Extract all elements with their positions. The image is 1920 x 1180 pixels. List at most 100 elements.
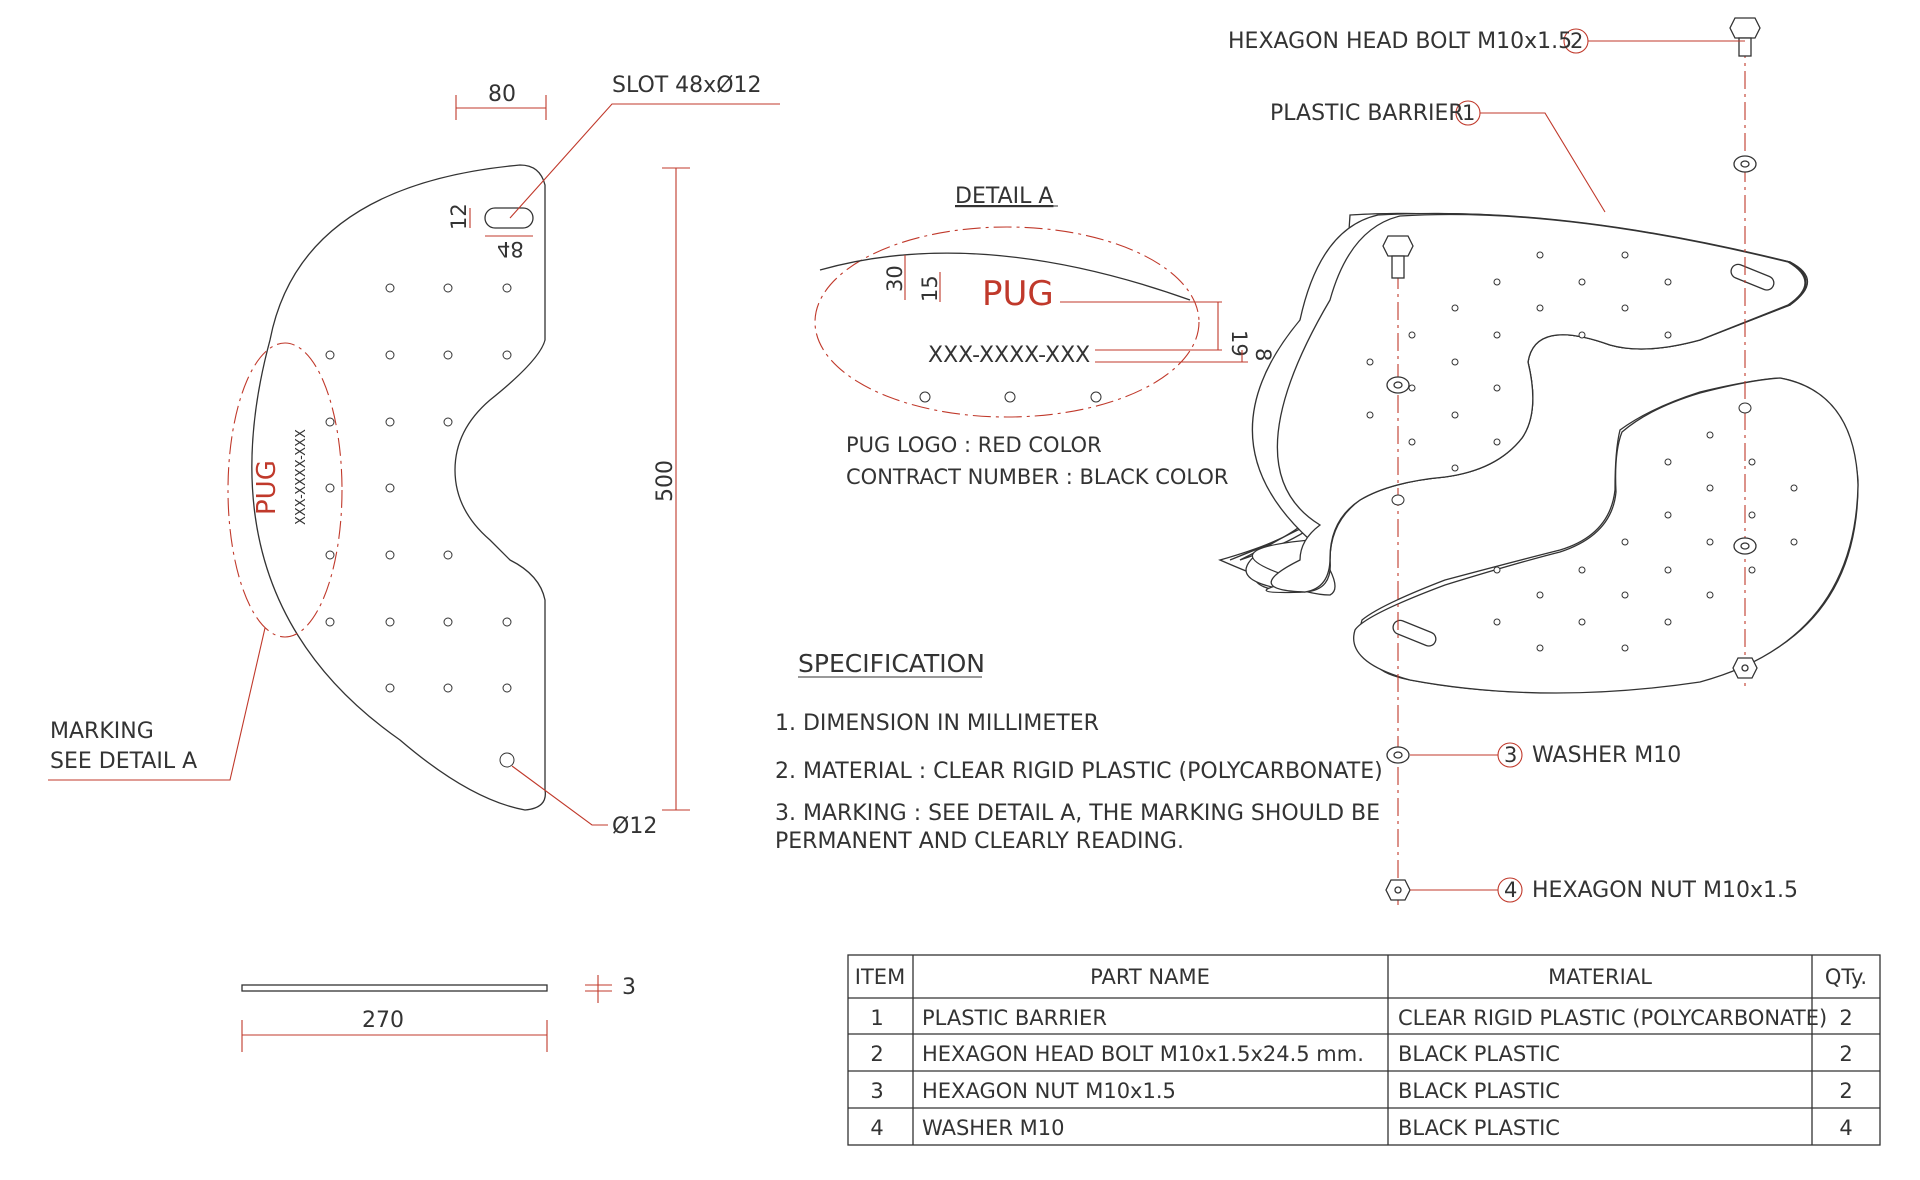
iso-slot	[1392, 619, 1437, 647]
hole-large	[499, 752, 515, 768]
callout-1-text: PLASTIC BARRIER	[1270, 101, 1464, 126]
hole	[385, 350, 395, 360]
hole	[443, 550, 453, 560]
table-row: 4 WASHER M10 BLACK PLASTIC 4	[870, 1116, 1852, 1140]
callout-1-number: 1	[1462, 101, 1475, 125]
detail-edge	[819, 252, 1191, 301]
callout-2-number: 2	[1570, 29, 1583, 53]
marking-logo: PUG	[252, 460, 282, 515]
dim-slot12-label: 12	[447, 203, 471, 230]
table-row: 3 HEXAGON NUT M10x1.5 BLACK PLASTIC 2	[870, 1079, 1852, 1103]
callout-4-number: 4	[1504, 878, 1517, 902]
row-part: PLASTIC BARRIER	[922, 1006, 1107, 1030]
row-item: 4	[870, 1116, 883, 1140]
detail-title: DETAIL A	[955, 184, 1053, 209]
row-item: 2	[870, 1042, 883, 1066]
plate-upper-main	[1270, 213, 1806, 593]
bolt-icon	[1382, 235, 1414, 279]
row-material: BLACK PLASTIC	[1398, 1116, 1560, 1140]
hole	[325, 483, 335, 493]
hole-dia-label: Ø12	[612, 814, 657, 839]
hole	[325, 550, 335, 560]
row-qty: 4	[1839, 1116, 1852, 1140]
callout-3-text: WASHER M10	[1532, 743, 1681, 768]
iso-holes	[1366, 251, 1798, 652]
hole	[385, 283, 395, 293]
washer-icon	[1733, 537, 1757, 555]
hole	[385, 617, 395, 627]
plate-lower	[1353, 377, 1859, 694]
marking-contract: XXX-XXXX-XXX	[294, 429, 309, 525]
callout-4-circle	[1497, 877, 1523, 903]
hole	[502, 617, 512, 627]
detail-a: DETAIL A PUG XXX-XXXX-XXX 30 15 19 8 PUG…	[814, 184, 1275, 489]
iso-slot	[1730, 263, 1775, 291]
hole	[443, 283, 453, 293]
hole	[385, 417, 395, 427]
bom-header-item: ITEM	[855, 965, 905, 989]
hole-grid	[325, 283, 515, 768]
detail-contract: XXX-XXXX-XXX	[928, 343, 1090, 368]
hole	[325, 417, 335, 427]
dim-slot48-label: 48	[497, 237, 524, 261]
specification: SPECIFICATION 1. DIMENSION IN MILLIMETER…	[775, 649, 1383, 854]
see-detail-label: SEE DETAIL A	[50, 749, 197, 774]
washer-icon	[1386, 746, 1410, 764]
dim-30-label: 30	[883, 265, 907, 292]
row-part: HEXAGON HEAD BOLT M10x1.5x24.5 mm.	[922, 1042, 1364, 1066]
callout-3-circle	[1497, 742, 1523, 768]
marking-ellipse	[227, 342, 343, 638]
hole	[385, 483, 395, 493]
hole	[502, 683, 512, 693]
detail-ellipse	[814, 226, 1200, 418]
row-item: 3	[870, 1079, 883, 1103]
dim-19-label: 19	[1227, 330, 1251, 357]
detail-logo-note: PUG LOGO : RED COLOR	[846, 433, 1102, 457]
hole	[443, 350, 453, 360]
nut-icon	[1385, 879, 1411, 901]
detail-hole	[1090, 391, 1102, 403]
washer-icon	[1386, 376, 1410, 394]
hole	[385, 550, 395, 560]
callout-2-circle	[1563, 28, 1589, 54]
dim-15-label: 15	[918, 275, 942, 302]
detail-logo: PUG	[982, 274, 1054, 314]
plate-outline	[251, 164, 546, 811]
bom-table: ITEM PART NAME MATERIAL QTy. 1 PLASTIC B…	[847, 954, 1881, 1146]
row-material: BLACK PLASTIC	[1398, 1079, 1560, 1103]
side-plate	[241, 984, 548, 992]
slot-leader	[509, 103, 780, 219]
callout-3-number: 3	[1504, 743, 1517, 767]
spec-line-1: 1. DIMENSION IN MILLIMETER	[775, 711, 1099, 736]
spec-line-2: 2. MATERIAL : CLEAR RIGID PLASTIC (POLYC…	[775, 759, 1383, 784]
marking-label: MARKING	[50, 719, 154, 744]
dim-270-label: 270	[362, 1008, 404, 1033]
bolt-icon	[1729, 17, 1761, 57]
washer-icon	[1733, 155, 1757, 173]
axis-hole	[1391, 494, 1405, 506]
hole	[443, 417, 453, 427]
callout-2-text: HEXAGON HEAD BOLT M10x1.5	[1228, 29, 1572, 54]
dim-8-label: 8	[1251, 348, 1275, 361]
bom-header-qty: QTy.	[1825, 965, 1867, 989]
isometric-assembly: 2 HEXAGON HEAD BOLT M10x1.5 1 PLASTIC BA…	[1218, 17, 1859, 905]
row-qty: 2	[1839, 1006, 1852, 1030]
hole	[385, 683, 395, 693]
detail-hole	[1004, 391, 1016, 403]
row-material: CLEAR RIGID PLASTIC (POLYCARBONATE)	[1398, 1006, 1827, 1030]
hole	[325, 617, 335, 627]
spec-title: SPECIFICATION	[798, 649, 985, 678]
callout-1-leader	[1480, 112, 1606, 213]
side-view: 270 3	[241, 975, 636, 1052]
dim-500-label: 500	[653, 460, 678, 502]
callout-1-circle	[1455, 100, 1481, 126]
row-part: WASHER M10	[922, 1116, 1064, 1140]
hole	[502, 350, 512, 360]
row-part: HEXAGON NUT M10x1.5	[922, 1079, 1176, 1103]
table-row: 2 HEXAGON HEAD BOLT M10x1.5x24.5 mm. BLA…	[870, 1042, 1852, 1066]
hole	[443, 617, 453, 627]
dim-3-label: 3	[622, 975, 636, 1000]
row-material: BLACK PLASTIC	[1398, 1042, 1560, 1066]
bom-header-part: PART NAME	[1090, 965, 1210, 989]
